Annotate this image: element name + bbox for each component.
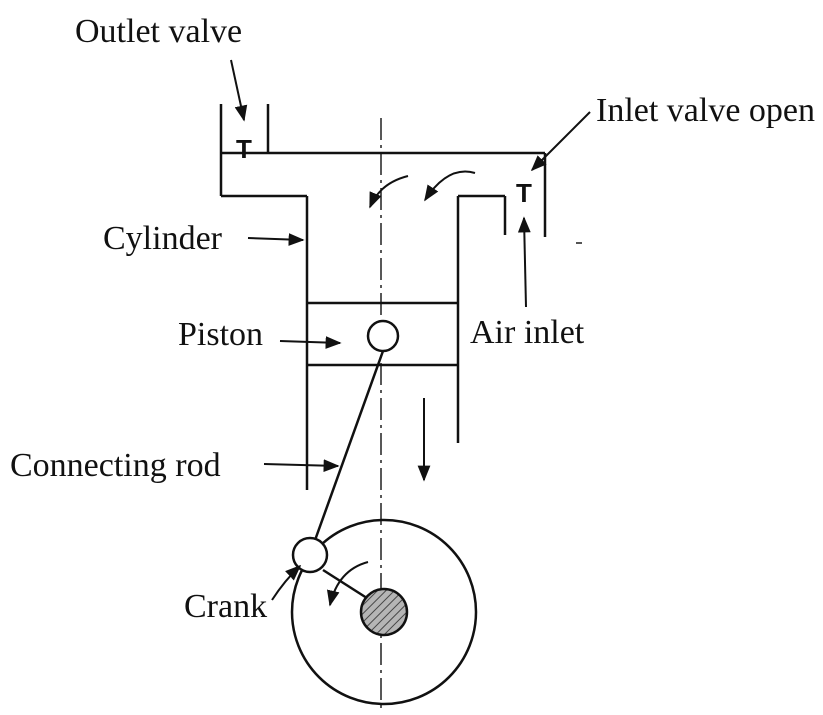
connecting-rod-pointer [263,459,340,473]
label-crank: Crank [184,588,267,625]
crank-rotation-arrow [326,561,369,607]
inlet-valve-icon: T [516,178,532,208]
crank-circle [290,518,478,706]
outlet-valve-icon: T [236,134,252,164]
label-connecting-rod: Connecting rod [10,447,221,484]
crank-pin [291,536,329,574]
cylinder-outline [219,104,547,490]
label-air-inlet: Air inlet [470,314,585,351]
piston [307,301,458,367]
connecting-rod [312,350,385,544]
outlet-valve-pointer [230,59,248,122]
svg-text:T: T [516,178,532,208]
airflow-arrow-2 [369,175,409,209]
inlet-valve-pointer [530,111,591,172]
svg-text:T: T [236,134,252,164]
airflow-arrow-1 [424,170,476,202]
label-cylinder: Cylinder [103,220,223,257]
crank-pointer [271,564,302,601]
air-inlet-pointer [517,216,531,308]
crank-shaft-hub [359,587,409,637]
label-piston: Piston [178,316,263,353]
piston-pin [366,319,400,353]
piston-pointer [279,336,342,349]
cylinder-pointer [247,233,305,246]
label-outlet-valve: Outlet valve [75,13,242,50]
crank-arm [322,568,371,602]
label-inlet-valve-open: Inlet valve open [596,92,815,129]
